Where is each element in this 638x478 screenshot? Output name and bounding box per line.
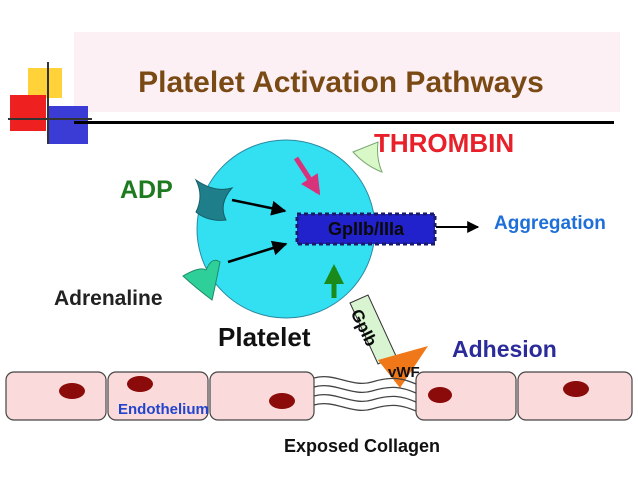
thrombin-label: THROMBIN xyxy=(374,128,515,158)
cell-nucleus xyxy=(127,376,153,392)
page-title: Platelet Activation Pathways xyxy=(138,66,544,99)
deco-blue-square xyxy=(48,106,88,144)
aggregation-label: Aggregation xyxy=(494,213,606,234)
adrenaline-label: Adrenaline xyxy=(54,287,163,310)
endothelial-cell xyxy=(5,371,107,421)
gpiib-iiia-label: GpIIb/IIIa xyxy=(327,219,404,239)
gpiib-iiia-box xyxy=(297,214,435,244)
adhesion-label: Adhesion xyxy=(452,336,557,362)
cell-nucleus xyxy=(563,381,589,397)
vwf-triangle xyxy=(378,346,428,388)
adp-receptor xyxy=(194,178,234,221)
cell-nucleus xyxy=(59,383,85,399)
deco-vertical-line xyxy=(47,62,49,144)
thrombin-receptor xyxy=(352,141,383,173)
cell-nucleus xyxy=(269,393,295,409)
endothelium-label: Endothelium xyxy=(118,401,209,418)
collagen-fibers xyxy=(313,376,417,412)
title-rule xyxy=(74,121,614,124)
title-band xyxy=(74,32,620,112)
collagen-label: Exposed Collagen xyxy=(284,436,441,456)
adp-arrow xyxy=(231,198,287,216)
platelet-label: Platelet xyxy=(218,322,311,352)
thrombin-arrow xyxy=(293,156,321,196)
endothelial-cell xyxy=(415,371,517,421)
deco-horizontal-line xyxy=(8,118,92,120)
endothelial-cell xyxy=(209,371,315,421)
adrenaline-arrow xyxy=(227,240,288,264)
cell-nucleus xyxy=(428,387,452,403)
vwf-label: vWF xyxy=(388,364,420,381)
deco-yellow-square xyxy=(28,68,62,98)
deco-red-square xyxy=(10,95,46,131)
adrenaline-receptor xyxy=(182,259,221,301)
adp-label: ADP xyxy=(120,176,173,204)
